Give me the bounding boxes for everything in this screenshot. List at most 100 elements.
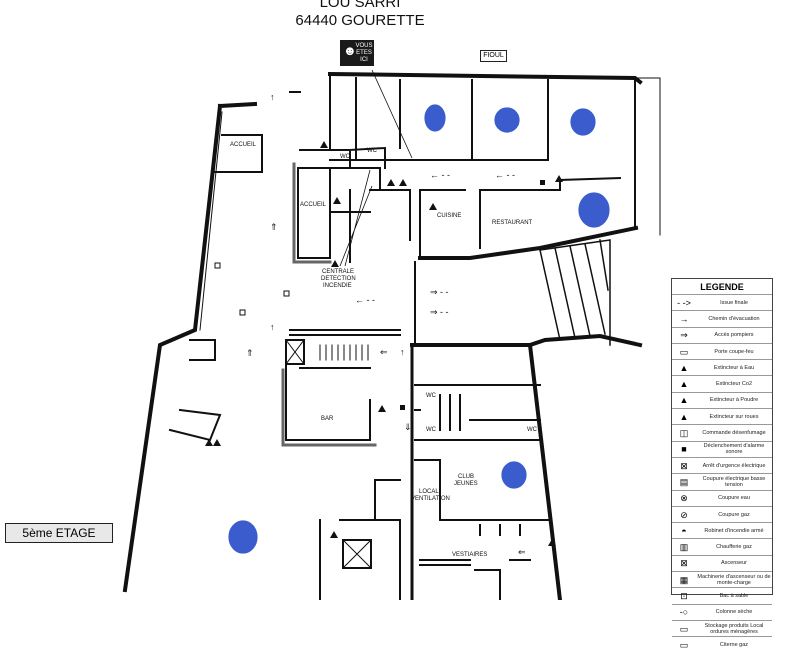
building-name: LOU SARRI	[319, 0, 401, 11]
legend-rows: - ->Issue finale → Chemin d'évacuation ⇒Acc…	[672, 294, 772, 653]
legend-item: ▦Machinerie d'ascenseur ou de monte-char…	[672, 571, 772, 587]
legend-symbol-icon: ▭	[679, 623, 689, 634]
legend-item-label: Colonne sèche	[715, 609, 753, 616]
zone-numbers: 1 2 3 4 5 6	[237, 110, 598, 547]
label-centrale-2: DETECTION	[321, 276, 356, 282]
elevator	[342, 539, 372, 569]
legend-item-label: Extincteur à Eau	[713, 364, 755, 371]
legend-item-label: Chaufferie gaz	[716, 544, 752, 551]
svg-text:← - -: ← - -	[430, 170, 450, 180]
zone-1: 1	[430, 110, 440, 128]
legend-symbol-icon: ■	[681, 444, 687, 455]
floor-label: 5ème ETAGE	[5, 523, 113, 543]
svg-text:↑: ↑	[270, 92, 275, 102]
legend-symbol-icon: ⊗	[680, 493, 688, 504]
legend-symbol-icon: ▲	[679, 379, 689, 390]
legend-item-label: Bac à sable	[719, 592, 749, 599]
legend-item: ⊠ Ascenseur	[672, 554, 772, 571]
legend-item: ⊗ Coupure eau	[672, 489, 772, 506]
label-club-1: CLUB	[458, 474, 474, 480]
legend-symbol-icon: ⊡	[680, 590, 688, 601]
legend-symbol-icon: ◓	[681, 525, 687, 536]
label-cuisine: CUISINE	[437, 213, 461, 219]
building-address: 64440 GOURETTE	[295, 12, 425, 29]
label-wc-2: WC	[367, 148, 378, 154]
legend-item-label: Arrêt d'urgence électrique	[702, 462, 766, 469]
label-local-1: LOCAL	[419, 489, 439, 495]
svg-text:↑: ↑	[400, 347, 405, 357]
label-bar: BAR	[321, 416, 334, 422]
label-restaurant: RESTAURANT	[492, 220, 533, 226]
zone-3: 3	[578, 114, 588, 132]
legend-item: ▭Citerne gaz	[672, 636, 772, 652]
legend-item: → Chemin d'évacuation	[672, 310, 772, 326]
you-are-here-label: VOUS ETES ICI	[355, 43, 373, 63]
svg-text:⇐: ⇐	[380, 347, 388, 357]
legend-item: ⇒Accès pompiers	[672, 326, 772, 343]
svg-text:⇑: ⇑	[270, 222, 278, 232]
legend-item: ◫Commande désenfumage	[672, 424, 772, 440]
legend-symbol-icon: ⊠	[680, 558, 688, 569]
label-wc-5: WC	[527, 427, 538, 433]
legend-item: ▭Stockage produits Local ordures ménagèr…	[672, 619, 772, 636]
legend-item-label: Extincteur Co2	[715, 381, 753, 388]
legend-item-label: Ascenseur	[721, 560, 747, 567]
legend-title: LEGENDE	[700, 282, 744, 292]
legend-symbol-icon: ⇒	[680, 330, 688, 341]
legend-item-label: Robinet d'incendie armé	[704, 527, 764, 534]
legend-symbol-icon: -○	[679, 607, 689, 618]
legend-symbol-icon: →	[679, 313, 689, 324]
label-vestiaires: VESTIAIRES	[452, 552, 487, 558]
zone-5: 5	[509, 467, 519, 485]
legend-item: -○ Colonne sèche	[672, 603, 772, 620]
zone-4: 4	[588, 203, 598, 221]
legend-symbol-icon: ▲	[679, 395, 689, 406]
zone-2: 2	[502, 112, 512, 130]
evacuation-arrows: ↑ ⇑ ↑ ⇑ ← - - ← - - ← - - ⇒ - - ⇒ - - ↑ …	[246, 92, 526, 557]
legend-item-label: Chemin d'évacuation	[708, 315, 760, 322]
outer-wall-top	[327, 71, 643, 85]
legend-item-label: Extincteur sur roues	[709, 413, 759, 420]
legend-item-label: Coupure eau	[718, 495, 750, 502]
legend-item-label: Issue finale	[720, 299, 748, 306]
legend-symbol-icon: ⊘	[680, 509, 688, 520]
legend-item-label: Commande désenfumage	[702, 430, 766, 437]
legend-item-label: Extincteur à Poudre	[709, 397, 759, 404]
bar-room	[285, 339, 371, 441]
legend-symbol-icon: ▭	[679, 639, 689, 650]
room-labels: ACCUEIL ACCUEIL WC WC CUISINE RESTAURANT…	[230, 142, 538, 558]
svg-text:⇑: ⇑	[246, 348, 254, 358]
outer-wall-left	[122, 101, 258, 593]
legend-item: ▲ Extincteur Co2	[672, 375, 772, 391]
svg-text:⇐: ⇐	[518, 547, 526, 557]
svg-text:⇓: ⇓	[404, 422, 412, 432]
legend-item: ▲ Extincteur à Poudre	[672, 391, 772, 408]
legend-item: ▲ Extincteur à Eau	[672, 359, 772, 375]
legend-symbol-icon: ▲	[679, 411, 689, 422]
floor-plan: ↑ ⇑ ↑ ⇑ ← - - ← - - ← - - ⇒ - - ⇒ - - ↑ …	[122, 69, 661, 600]
you-are-here-marker: ☻ VOUS ETES ICI	[340, 40, 374, 66]
svg-text:↑: ↑	[270, 322, 275, 332]
legend-item: ▤Coupure électrique basse tension	[672, 473, 772, 489]
legend-item: - ->Issue finale	[672, 294, 772, 310]
fuel-label: FIOUL	[480, 50, 507, 62]
zone-markers	[228, 104, 610, 554]
legend-symbol-icon: ▭	[679, 346, 689, 357]
label-local-2: VENTILATION	[411, 496, 450, 502]
label-accueil-left: ACCUEIL	[230, 142, 257, 148]
svg-text:⇒ - -: ⇒ - -	[430, 307, 449, 317]
legend-panel: LEGENDE - ->Issue finale → Chemin d'évacua…	[671, 278, 773, 650]
legend-item-label: Porte coupe-feu	[714, 348, 754, 355]
legend-item: ⊠ Arrêt d'urgence électrique	[672, 456, 772, 473]
legend-symbol-icon: ⊠	[680, 460, 688, 471]
legend-symbol-icon: ▥	[679, 542, 689, 553]
legend-symbol-icon: ▲	[679, 362, 689, 373]
legend-item: ▲ Extincteur sur roues	[672, 408, 772, 424]
label-wc-1: WC	[340, 154, 351, 160]
svg-text:⇒ - -: ⇒ - -	[430, 287, 449, 297]
legend-item: ■Déclenchement d'alarme sonore	[672, 440, 772, 457]
label-centrale-3: INCENDIE	[323, 283, 352, 289]
legend-item: ▭ Porte coupe-feu	[672, 342, 772, 359]
label-wc-4: WC	[426, 427, 437, 433]
restaurant-wall	[418, 225, 639, 260]
